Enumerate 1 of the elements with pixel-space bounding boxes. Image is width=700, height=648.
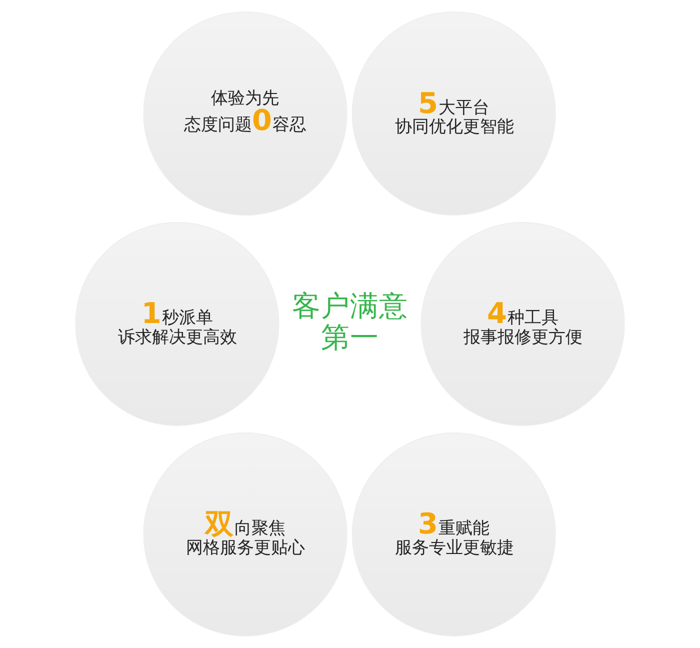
label: 客户满意第一 — [292, 288, 408, 354]
